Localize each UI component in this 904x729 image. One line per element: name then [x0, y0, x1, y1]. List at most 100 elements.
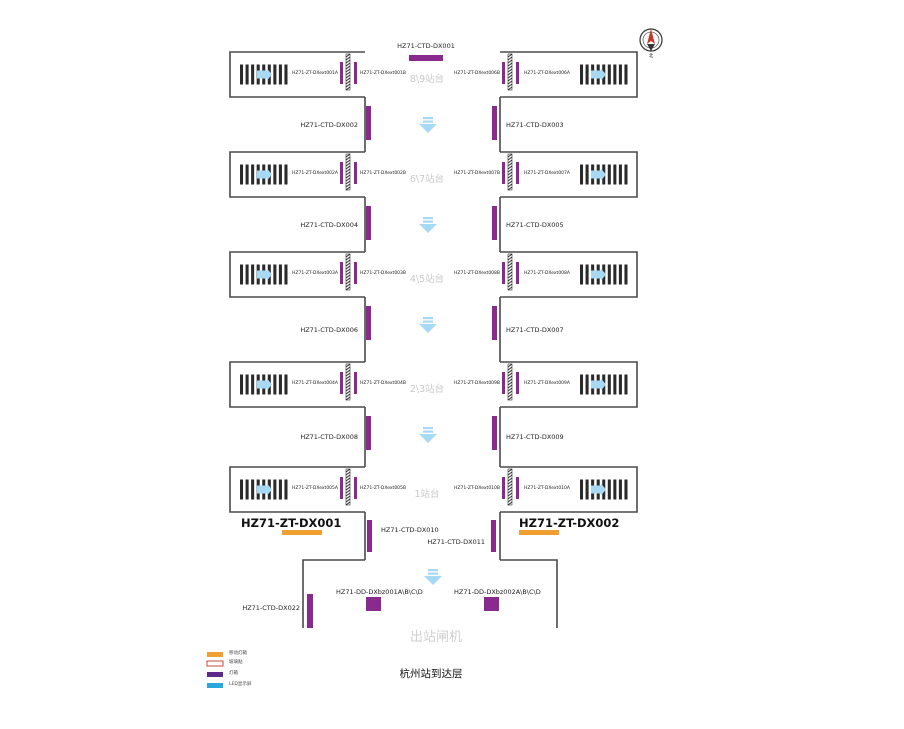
code-label: HZ71-ZT-DXext007A: [524, 170, 570, 176]
hatch-line: [507, 80, 513, 85]
hatch-line: [345, 259, 351, 264]
hatch-line: [507, 378, 513, 383]
hatch-line: [507, 156, 513, 161]
hatch-line: [345, 80, 351, 85]
flow-arrow-down: [419, 317, 437, 333]
crosswalk-stripe: [278, 64, 282, 85]
flow-arrow-right: [591, 68, 606, 81]
hatch-line: [345, 274, 351, 279]
arrow-bar: [423, 430, 433, 433]
glass-sticker-gate: [345, 253, 351, 291]
crosswalk-stripe: [624, 374, 628, 395]
code-label: HZ71-ZT-DXext004B: [360, 380, 406, 386]
crosswalk-stripe: [278, 264, 282, 285]
hatch-line: [345, 62, 351, 67]
lightbox-marker: [502, 62, 505, 84]
platform-name: 8\9站台: [409, 73, 445, 85]
lightbox-marker: [354, 62, 357, 84]
hatch-line: [507, 65, 513, 70]
hatch-line: [507, 256, 513, 261]
code-label: HZ71-ZT-DXext008A: [524, 270, 570, 276]
code-label: HZ71-CTD-DX001: [397, 42, 455, 50]
crosswalk-stripe: [245, 374, 249, 395]
lightbox-marker: [354, 262, 357, 284]
hatch-line: [507, 68, 513, 73]
hatch-line: [345, 168, 351, 173]
code-label: HZ71-ZT-DXext009B: [454, 380, 500, 386]
hatch-line: [507, 62, 513, 67]
platform-name: 6\7站台: [409, 173, 445, 185]
code-label: HZ71-ZT-DXext007B: [454, 170, 500, 176]
crosswalk-stripe: [273, 374, 277, 395]
lightbox-marker: [492, 206, 497, 240]
arrow-head: [424, 576, 442, 585]
hatch-line: [507, 492, 513, 497]
hatch-line: [345, 492, 351, 497]
glass-sticker-gate: [507, 253, 513, 291]
hatch-line: [507, 369, 513, 374]
hatch-line: [507, 162, 513, 167]
hatch-line: [507, 393, 513, 398]
hatch-line: [345, 480, 351, 485]
flow-arrow-right: [591, 168, 606, 181]
platform-name: 2\3站台: [409, 383, 445, 395]
hatch-line: [507, 56, 513, 61]
hatch-line: [345, 253, 351, 258]
crosswalk-stripe: [251, 374, 255, 395]
hatch-line: [345, 162, 351, 167]
crosswalk-stripe: [613, 264, 617, 285]
hatch-line: [345, 486, 351, 491]
hatch-line: [345, 286, 351, 291]
hatch-line: [345, 186, 351, 191]
crosswalk-stripe: [284, 64, 288, 85]
crosswalk-stripe: [251, 164, 255, 185]
code-label: HZ71-ZT-DXext001A: [292, 70, 338, 76]
hatch-line: [345, 501, 351, 506]
hatch-line: [507, 77, 513, 82]
lightbox-marker: [307, 594, 313, 628]
hatch-line: [345, 369, 351, 374]
platform-box-left: [229, 466, 365, 513]
crosswalk-stripe: [240, 374, 244, 395]
hatch-line: [345, 65, 351, 70]
diagram-title: 杭州站到达层: [399, 668, 463, 680]
hatch-line: [345, 171, 351, 176]
code-label: HZ71-CTD-DX005: [506, 220, 564, 229]
crosswalk-stripe: [284, 164, 288, 185]
hatch-line: [507, 501, 513, 506]
platform-box-right: [500, 466, 638, 513]
hatch-line: [507, 363, 513, 368]
code-label: HZ71-ZT-DXext005B: [360, 485, 406, 491]
flow-arrow-left: [257, 168, 272, 181]
flow-arrow-left: [257, 483, 272, 496]
hatch-line: [507, 186, 513, 191]
hatch-line: [507, 381, 513, 386]
mobile-lightbox-marker: [519, 530, 559, 535]
code-label: HZ71-CTD-DX011: [427, 538, 485, 546]
hatch-line: [345, 393, 351, 398]
crosswalk-stripe: [240, 164, 244, 185]
glass-sticker-gate: [507, 153, 513, 191]
flow-arrow-down: [419, 427, 437, 443]
hatch-line: [507, 83, 513, 88]
zt-label-left: HZ71-ZT-DX001: [241, 516, 342, 530]
hatch-line: [345, 471, 351, 476]
lightbox-marker: [516, 162, 519, 184]
code-label: HZ71-CTD-DX004: [300, 220, 358, 229]
crosswalk-stripe: [278, 374, 282, 395]
hatch-line: [345, 396, 351, 401]
legend-swatch: [207, 652, 223, 657]
flow-arrow-down: [419, 117, 437, 133]
crosswalk-stripe: [624, 479, 628, 500]
lightbox-marker: [516, 372, 519, 394]
hatch-line: [507, 274, 513, 279]
code-label: HZ71-ZT-DXext009A: [524, 380, 570, 386]
code-label: HZ71-CTD-DX010: [381, 526, 439, 534]
crosswalk-stripe: [580, 374, 584, 395]
lightbox-marker: [340, 477, 343, 499]
crosswalk-stripe: [607, 374, 611, 395]
code-label: HZ71-CTD-DX002: [300, 120, 358, 129]
crosswalk-stripe: [613, 479, 617, 500]
platform-box-right: [500, 251, 638, 298]
arrow-head: [419, 324, 437, 333]
